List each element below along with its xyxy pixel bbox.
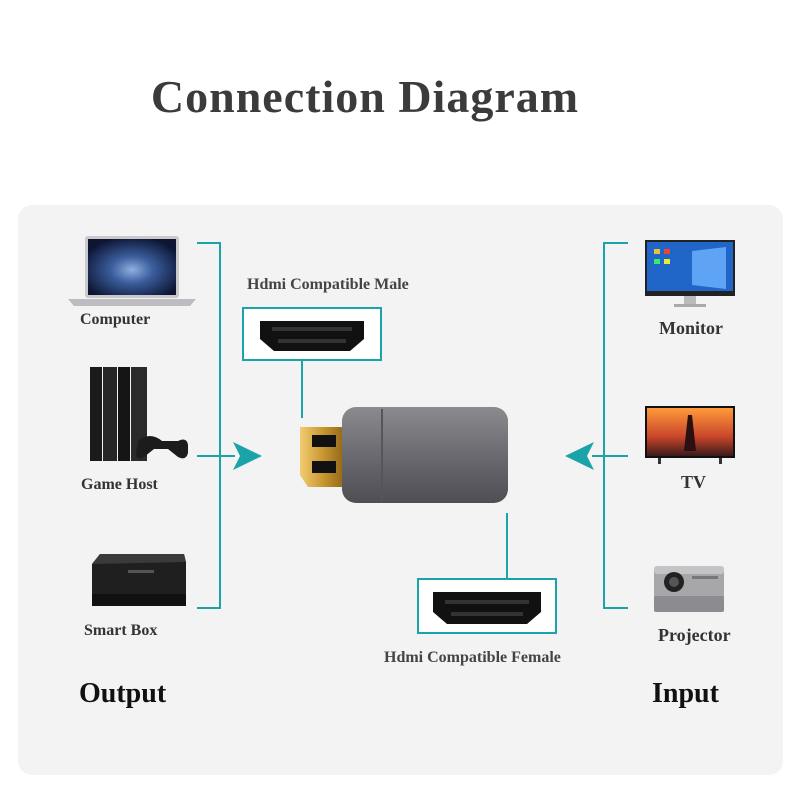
computer-device (66, 235, 196, 311)
projector-device (652, 562, 726, 620)
monitor-icon (645, 240, 735, 307)
game-host-label: Game Host (81, 476, 158, 493)
projector-icon (654, 566, 724, 612)
game-host-device (88, 365, 189, 467)
tv-label: TV (681, 472, 707, 492)
tv-icon (645, 406, 735, 464)
computer-label: Computer (80, 311, 151, 328)
monitor-label: Monitor (659, 318, 723, 338)
female-port-label: Hdmi Compatible Female (384, 649, 561, 666)
smart-box-label: Smart Box (84, 622, 158, 639)
male-port-label: Hdmi Compatible Male (247, 276, 409, 293)
monitor-device (644, 239, 736, 313)
male-port-box (242, 307, 382, 365)
input-heading: Input (652, 678, 719, 709)
output-heading: Output (79, 678, 167, 709)
smart-box-device (88, 550, 188, 616)
tv-box-icon (92, 554, 186, 606)
tv-device (644, 405, 736, 469)
adapter-icon (300, 407, 508, 503)
female-port-box (417, 578, 557, 638)
hdmi-port-icon (417, 578, 557, 634)
arrow-right-icon (233, 442, 262, 470)
arrow-left-icon (565, 442, 594, 470)
laptop-icon (68, 236, 196, 306)
hdmi-port-icon (242, 307, 382, 361)
page-title: Connection Diagram (150, 71, 580, 122)
hdmi-adapter (298, 405, 518, 511)
game-console-icon (90, 367, 189, 461)
projector-label: Projector (658, 625, 731, 645)
